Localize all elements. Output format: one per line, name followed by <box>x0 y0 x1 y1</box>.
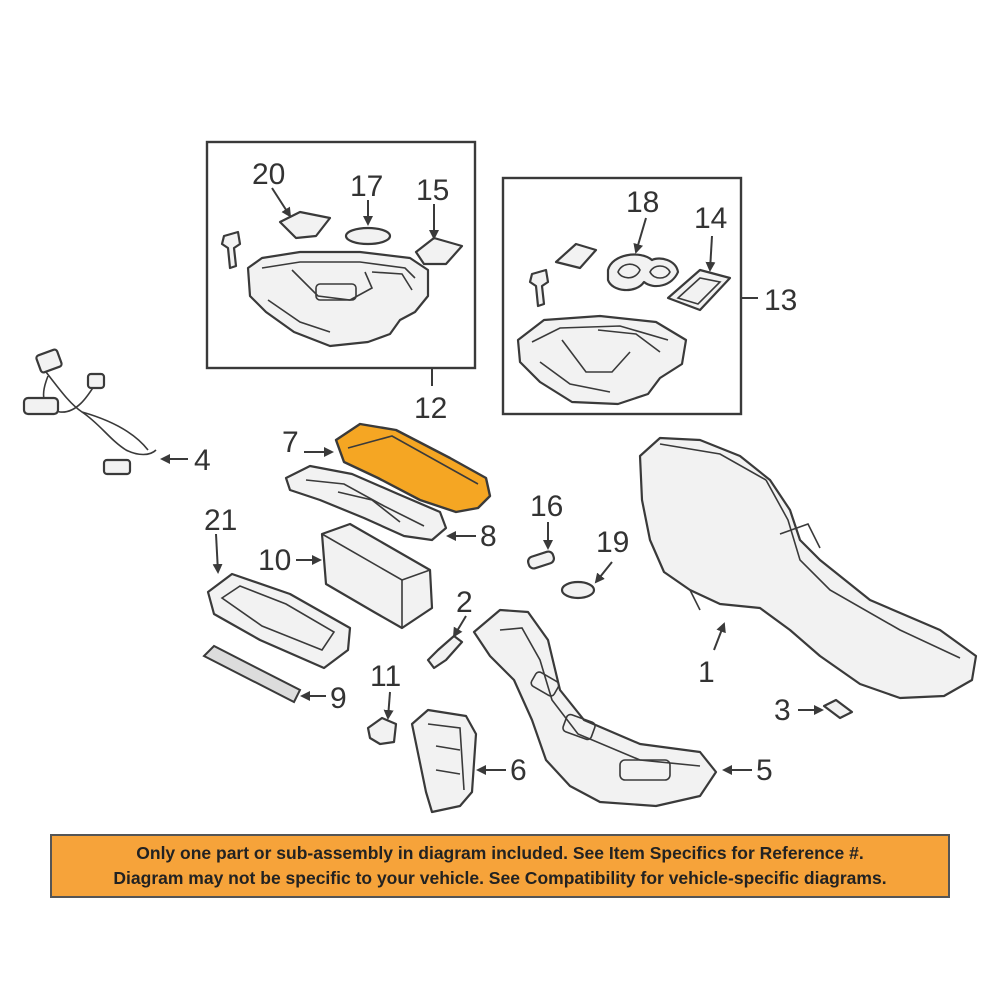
part-5-console-frame[interactable] <box>472 608 718 808</box>
screw-12[interactable] <box>220 230 242 270</box>
part-11[interactable] <box>366 716 398 746</box>
callout-9: 9 <box>330 682 347 715</box>
part-12-console-top-left[interactable] <box>246 250 430 348</box>
callout-13: 13 <box>764 284 797 317</box>
part-19[interactable] <box>560 580 596 600</box>
part-4-wiring-harness[interactable] <box>22 348 157 476</box>
part-10-storage-bin[interactable] <box>320 522 434 630</box>
disclaimer-line-1: Only one part or sub-assembly in diagram… <box>136 843 864 863</box>
part-9-strip[interactable] <box>202 644 302 704</box>
part-20[interactable] <box>278 210 332 240</box>
callout-12: 12 <box>414 392 447 425</box>
part-18[interactable] <box>606 253 680 292</box>
callout-15: 15 <box>416 174 449 207</box>
part-14[interactable] <box>666 268 732 312</box>
part-13-console-top-right[interactable] <box>516 314 688 406</box>
callout-2: 2 <box>456 586 473 619</box>
part-16[interactable] <box>526 550 556 570</box>
part-1-console-body[interactable] <box>638 436 978 700</box>
callout-11: 11 <box>370 660 401 693</box>
callout-1: 1 <box>698 656 715 689</box>
part-15[interactable] <box>414 236 464 266</box>
part-3-clip[interactable] <box>822 698 854 720</box>
part-18-left[interactable] <box>554 242 598 270</box>
disclaimer-banner: Only one part or sub-assembly in diagram… <box>50 834 950 898</box>
part-17[interactable] <box>344 226 392 246</box>
part-8-armrest-base[interactable] <box>284 464 448 542</box>
screw-13[interactable] <box>528 268 550 308</box>
callout-18: 18 <box>626 186 659 219</box>
callout-17: 17 <box>350 170 383 203</box>
part-21-tray[interactable] <box>206 572 352 670</box>
callout-16: 16 <box>530 490 563 523</box>
disclaimer-line-2: Diagram may not be specific to your vehi… <box>113 868 887 888</box>
callout-8: 8 <box>480 520 497 553</box>
assembly-frame-12 <box>205 140 477 370</box>
callout-10: 10 <box>258 544 291 577</box>
callout-3: 3 <box>774 694 791 727</box>
callout-6: 6 <box>510 754 527 787</box>
callout-21: 21 <box>204 504 237 537</box>
callout-19: 19 <box>596 526 629 559</box>
part-6-bracket[interactable] <box>410 708 478 814</box>
callout-5: 5 <box>756 754 773 787</box>
callout-7: 7 <box>282 426 299 459</box>
callout-14: 14 <box>694 202 727 235</box>
part-2-clip[interactable] <box>426 634 464 670</box>
assembly-frame-13 <box>501 176 743 416</box>
callout-4: 4 <box>194 444 211 477</box>
callout-20: 20 <box>252 158 285 191</box>
part-7-armrest-pad[interactable] <box>334 422 492 514</box>
